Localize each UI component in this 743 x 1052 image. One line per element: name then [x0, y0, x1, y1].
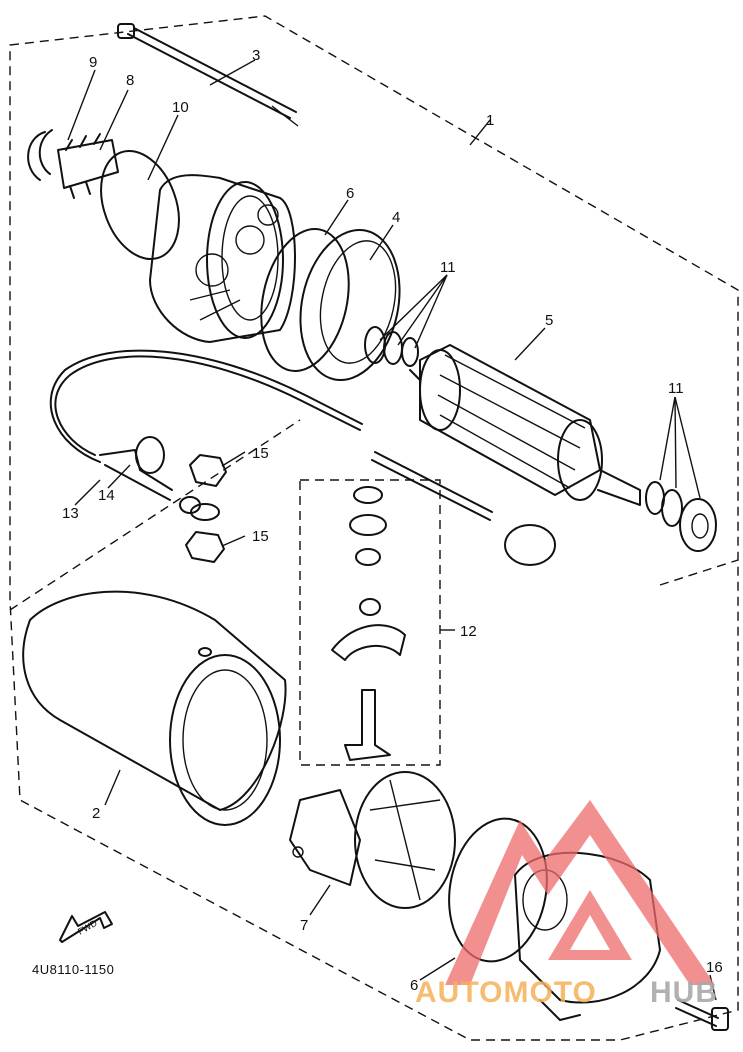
callout-11-left: 11: [440, 259, 456, 276]
callout-15-upper: 15: [252, 445, 269, 462]
o-ring-upper: [260, 228, 350, 372]
nuts-washers: [185, 454, 227, 563]
watermark-triangle: [548, 890, 632, 960]
watermark-text-left: AUTOMOTO: [415, 976, 597, 1009]
bolt: [675, 999, 729, 1031]
callout-14: 14: [98, 487, 115, 504]
callout-4: 4: [392, 209, 400, 226]
shims-left: [364, 326, 419, 367]
brush-holder: [289, 771, 456, 909]
watermark-logo: AUTOMOTO HUB: [415, 800, 718, 1009]
callout-13: 13: [62, 505, 79, 522]
inner-boundary: [9, 419, 739, 611]
through-bolt: [117, 23, 299, 127]
leader-lines: [67, 59, 717, 1001]
callout-12: 12: [460, 623, 477, 640]
callout-10: 10: [172, 99, 189, 116]
armature: [409, 344, 641, 506]
callout-9: 9: [89, 54, 97, 71]
pinion-gear-group: [27, 129, 180, 261]
callout-16: 16: [706, 959, 723, 976]
lead-wire: [49, 349, 556, 566]
o-ring-lower: [448, 817, 548, 963]
yoke: [22, 590, 287, 826]
shims-right: [645, 481, 717, 552]
callout-1: 1: [486, 112, 494, 129]
fwd-arrow-icon: FWD: [59, 911, 113, 943]
callout-11-right: 11: [668, 380, 684, 397]
callout-6-lower: 6: [410, 977, 418, 994]
terminal-kit-box: [299, 479, 455, 766]
front-housing: [149, 174, 296, 343]
plate: [299, 228, 401, 382]
callout-8: 8: [126, 72, 134, 89]
callout-7: 7: [300, 917, 308, 934]
assembly-boundary: [9, 15, 739, 1041]
callout-15-lower: 15: [252, 528, 269, 545]
watermark-mountain-shape: [445, 800, 715, 985]
callout-6-upper: 6: [346, 185, 354, 202]
diagram-code: 4U8110-1150: [32, 962, 114, 977]
callout-3: 3: [252, 47, 260, 64]
callout-5: 5: [545, 312, 553, 329]
watermark-text-right: HUB: [650, 976, 718, 1009]
callout-2: 2: [92, 805, 100, 822]
